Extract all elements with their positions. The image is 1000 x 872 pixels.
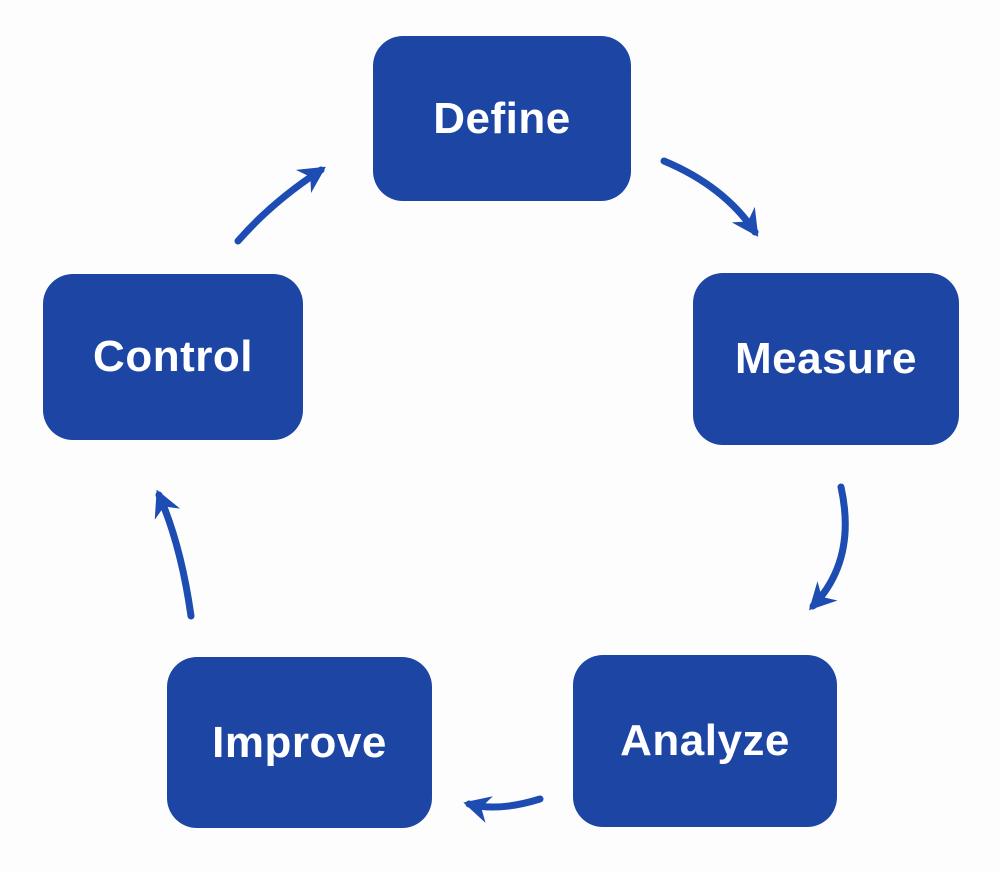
node-measure: Measure: [693, 273, 959, 445]
node-improve-label: Improve: [212, 717, 387, 767]
arrow-control-to-define: [234, 166, 326, 245]
arrow-improve-to-control: [154, 489, 195, 620]
node-analyze: Analyze: [573, 655, 837, 827]
node-define-label: Define: [433, 93, 571, 143]
node-control-label: Control: [93, 332, 253, 381]
arrow-measure-to-analyze: [808, 483, 849, 611]
node-control: Control: [43, 274, 303, 440]
arrow-analyze-to-improve: [463, 795, 544, 823]
node-improve: Improve: [167, 657, 432, 828]
node-define: Define: [373, 36, 631, 201]
arrow-define-to-measure: [660, 157, 759, 237]
node-analyze-label: Analyze: [620, 716, 790, 765]
node-measure-label: Measure: [734, 334, 918, 383]
